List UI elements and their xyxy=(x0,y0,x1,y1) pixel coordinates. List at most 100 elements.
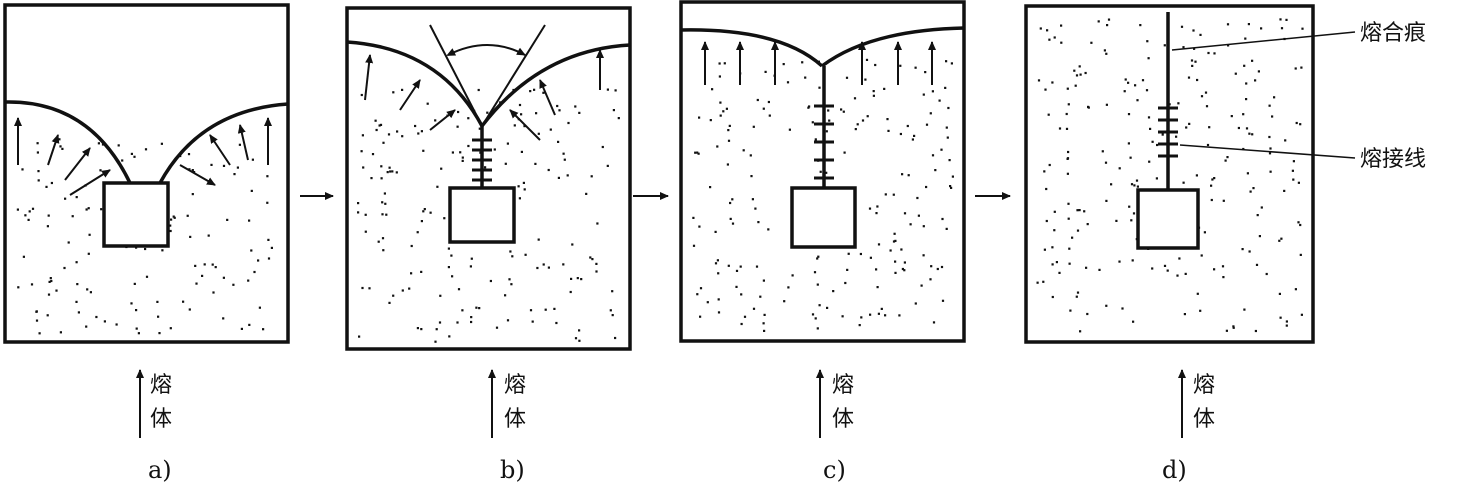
melt-particle xyxy=(447,247,450,250)
weld-line-ticks-d xyxy=(1158,106,1178,158)
melt-particle xyxy=(450,254,453,257)
melt-particle xyxy=(1284,139,1287,142)
melt-particle xyxy=(1185,126,1188,129)
melt-particle xyxy=(1047,113,1050,116)
melt-particle xyxy=(696,151,699,154)
melt-particle xyxy=(250,189,253,192)
melt-particle xyxy=(719,101,722,104)
melt-particle xyxy=(856,123,859,126)
melt-particle xyxy=(950,186,953,189)
melt-particle xyxy=(1206,143,1210,147)
melt-label-line1-b: 熔 xyxy=(504,373,526,398)
melt-particle xyxy=(757,221,760,224)
melt-particle xyxy=(99,169,102,172)
melt-particle xyxy=(1130,183,1134,186)
melt-particle xyxy=(1141,79,1145,82)
melt-particle xyxy=(1058,271,1061,274)
melt-particle xyxy=(1048,163,1051,167)
weld-mark-label: 熔合痕 xyxy=(1360,21,1426,46)
melt-particle xyxy=(1139,24,1142,27)
melt-particle xyxy=(1243,64,1246,67)
melt-particle xyxy=(135,309,138,312)
melt-particle xyxy=(1067,202,1070,205)
melt-particle xyxy=(210,163,213,166)
melt-particle xyxy=(1234,72,1237,75)
melt-particle xyxy=(30,283,34,286)
melt-particle xyxy=(816,283,819,286)
melt-particle xyxy=(21,168,24,171)
melt-particle xyxy=(893,232,896,235)
melt-particle xyxy=(740,322,743,326)
melt-particle xyxy=(542,91,545,94)
melt-particle xyxy=(1065,127,1069,130)
melt-particle xyxy=(46,314,49,317)
melt-particle xyxy=(1226,23,1230,26)
melt-particle xyxy=(1241,248,1244,251)
melt-label-line2-b: 体 xyxy=(504,407,526,432)
melt-particle xyxy=(735,269,739,272)
melt-particle xyxy=(752,307,756,310)
melt-particle xyxy=(1279,316,1282,319)
melt-particle xyxy=(611,290,614,293)
melt-particle xyxy=(727,139,731,142)
melt-particle xyxy=(97,142,100,145)
melt-particle xyxy=(1230,115,1233,118)
melt-particle xyxy=(1268,152,1272,155)
melt-particle xyxy=(95,315,98,319)
melt-particle xyxy=(887,129,890,132)
melt-particle xyxy=(1301,27,1304,30)
melt-particle xyxy=(948,159,951,162)
melt-particle xyxy=(1133,184,1136,187)
melt-particle xyxy=(362,166,365,169)
melt-particle xyxy=(1105,52,1108,55)
melt-particle xyxy=(194,264,197,267)
melt-particle xyxy=(1210,198,1213,202)
melt-particle xyxy=(1123,90,1126,93)
melt-particle xyxy=(617,117,620,120)
melt-particle xyxy=(133,155,136,158)
melt-particle xyxy=(1178,257,1181,260)
melt-particle xyxy=(22,255,25,258)
melt-particle xyxy=(1071,236,1074,239)
melt-particle xyxy=(763,329,766,332)
melt-particle xyxy=(864,78,867,81)
melt-particle xyxy=(940,265,944,269)
melt-particle xyxy=(1066,172,1069,175)
melt-particle xyxy=(1176,274,1179,277)
melt-particle xyxy=(238,143,241,146)
melt-particle xyxy=(1145,89,1149,92)
melt-particle xyxy=(922,225,925,228)
melt-particle xyxy=(940,148,943,151)
melt-particle xyxy=(754,207,757,210)
melt-particle xyxy=(892,193,895,196)
melt-particle xyxy=(360,93,363,97)
melt-particle xyxy=(470,316,473,319)
melt-particle xyxy=(27,218,30,221)
melt-particle xyxy=(1258,235,1261,238)
melt-particle xyxy=(469,265,472,268)
melt-particle xyxy=(931,90,934,93)
melt-particle xyxy=(1069,309,1072,312)
melt-particle xyxy=(866,115,869,118)
melt-particle xyxy=(1073,69,1076,72)
melt-particle xyxy=(375,128,378,132)
melt-particle xyxy=(1200,95,1204,98)
melt-particle xyxy=(723,62,726,65)
melt-particle xyxy=(911,138,914,141)
melt-particle xyxy=(364,230,367,233)
melt-particle xyxy=(371,153,375,156)
melt-particle xyxy=(87,207,90,210)
melt-particle xyxy=(574,105,577,108)
melt-particle xyxy=(248,323,251,326)
melt-particle xyxy=(1221,265,1225,268)
melt-particle xyxy=(232,283,235,286)
melt-particle xyxy=(1118,260,1121,263)
melt-particle xyxy=(782,63,785,66)
melt-particle xyxy=(706,301,709,304)
melt-particle xyxy=(1291,169,1294,172)
melt-particle xyxy=(1213,177,1216,180)
melt-particle xyxy=(1121,307,1124,310)
melt-particle xyxy=(35,310,38,313)
melt-particle xyxy=(1269,170,1272,173)
